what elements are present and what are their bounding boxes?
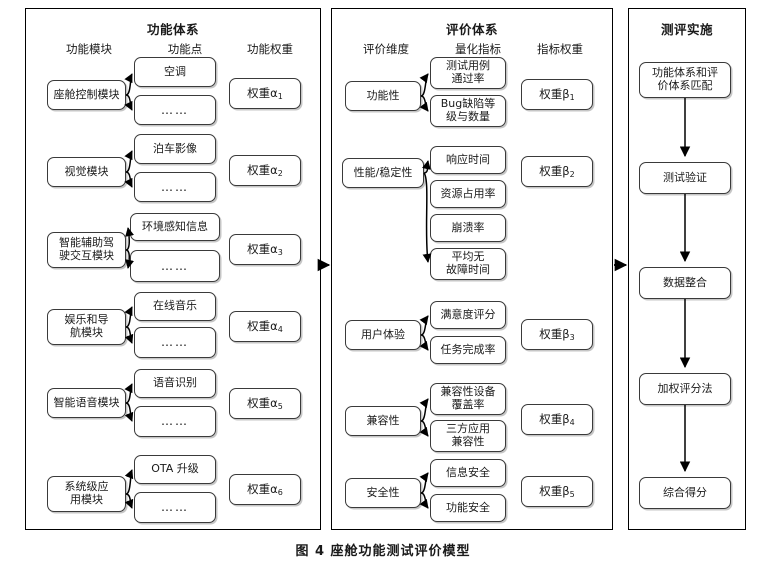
indicator-weight-sub: 3 [569,332,575,342]
function-module-box[interactable]: 座舱控制模块 [47,80,126,110]
function-weight-label: 权重α [247,241,278,256]
evaluation-dimension-box[interactable]: 功能性 [345,81,421,111]
quant-indicator-box[interactable]: 测试用例 通过率 [430,57,506,89]
function-weight-sub: 4 [277,324,283,334]
indicator-weight-sub: 5 [569,489,575,499]
function-weight-label: 权重α [247,395,278,410]
function-point-box[interactable]: 语音识别 [134,369,216,398]
indicator-weight-label: 权重β [539,163,570,178]
evaluation-dimension-box[interactable]: 兼容性 [345,406,421,436]
function-point-box-ellipsis[interactable]: …… [134,492,216,523]
indicator-weight-sub: 2 [569,169,575,179]
column-header-quant-indicator: 量化指标 [455,42,501,56]
column-header-function-module: 功能模块 [66,42,112,56]
quant-indicator-box[interactable]: 崩溃率 [430,214,506,242]
indicator-weight-label: 权重β [539,483,570,498]
function-module-box[interactable]: 系统级应 用模块 [47,476,126,512]
function-weight-label: 权重α [247,85,278,100]
evaluation-dimension-box[interactable]: 性能/稳定性 [342,158,424,188]
quant-indicator-box[interactable]: 兼容性设备 覆盖率 [430,383,506,415]
function-point-box[interactable]: OTA 升级 [134,455,216,484]
function-point-box-ellipsis[interactable]: …… [134,95,216,125]
evaluation-dimension-box[interactable]: 用户体验 [345,320,421,350]
indicator-weight-label: 权重β [539,326,570,341]
column-header-function-weight: 功能权重 [247,42,293,56]
quant-indicator-box[interactable]: 任务完成率 [430,336,506,364]
quant-indicator-box[interactable]: Bug缺陷等 级与数量 [430,95,506,127]
quant-indicator-box[interactable]: 三方应用 兼容性 [430,420,506,452]
execution-step-box[interactable]: 加权评分法 [639,373,731,405]
function-point-box-ellipsis[interactable]: …… [134,172,216,202]
function-point-box-ellipsis[interactable]: …… [134,327,216,358]
quant-indicator-box[interactable]: 信息安全 [430,459,506,487]
function-weight-sub: 3 [277,247,283,257]
function-weight-sub: 1 [277,91,283,101]
function-weight-label: 权重α [247,481,278,496]
panel-execution-title: 测评实施 [660,22,713,37]
function-point-box[interactable]: 在线音乐 [134,292,216,321]
execution-step-box[interactable]: 数据整合 [639,267,731,299]
function-point-box[interactable]: 空调 [134,57,216,87]
function-module-box[interactable]: 智能语音模块 [47,388,126,418]
figure-caption: 图 4 座舱功能测试评价模型 [295,544,471,559]
indicator-weight-label: 权重β [539,86,570,101]
panel-functional-title: 功能体系 [146,22,199,37]
column-header-evaluation-dimension: 评价维度 [363,42,409,56]
panel-evaluation-title: 评价体系 [445,22,498,37]
indicator-weight-sub: 4 [569,417,575,427]
function-point-box-ellipsis[interactable]: …… [134,406,216,437]
function-weight-sub: 6 [277,487,283,497]
function-module-box[interactable]: 智能辅助驾 驶交互模块 [47,232,126,268]
quant-indicator-box[interactable]: 功能安全 [430,494,506,522]
evaluation-dimension-box[interactable]: 安全性 [345,478,421,508]
quant-indicator-box[interactable]: 满意度评分 [430,301,506,329]
function-point-box[interactable]: 环境感知信息 [130,213,220,241]
function-weight-label: 权重α [247,162,278,177]
function-point-box[interactable]: 泊车影像 [134,134,216,164]
quant-indicator-box[interactable]: 平均无 故障时间 [430,248,506,280]
function-weight-label: 权重α [247,318,278,333]
execution-step-box[interactable]: 测试验证 [639,162,731,194]
execution-step-box[interactable]: 综合得分 [639,477,731,509]
function-module-box[interactable]: 娱乐和导 航模块 [47,309,126,345]
function-point-box-ellipsis[interactable]: …… [130,250,220,282]
indicator-weight-label: 权重β [539,411,570,426]
quant-indicator-box[interactable]: 响应时间 [430,146,506,174]
execution-step-box[interactable]: 功能体系和评 价体系匹配 [639,62,731,98]
quant-indicator-box[interactable]: 资源占用率 [430,180,506,208]
column-header-function-point: 功能点 [167,42,203,56]
function-weight-sub: 5 [277,401,283,411]
function-module-box[interactable]: 视觉模块 [47,157,126,187]
function-weight-sub: 2 [277,168,283,178]
column-header-indicator-weight: 指标权重 [537,42,583,56]
indicator-weight-sub: 1 [569,92,575,102]
